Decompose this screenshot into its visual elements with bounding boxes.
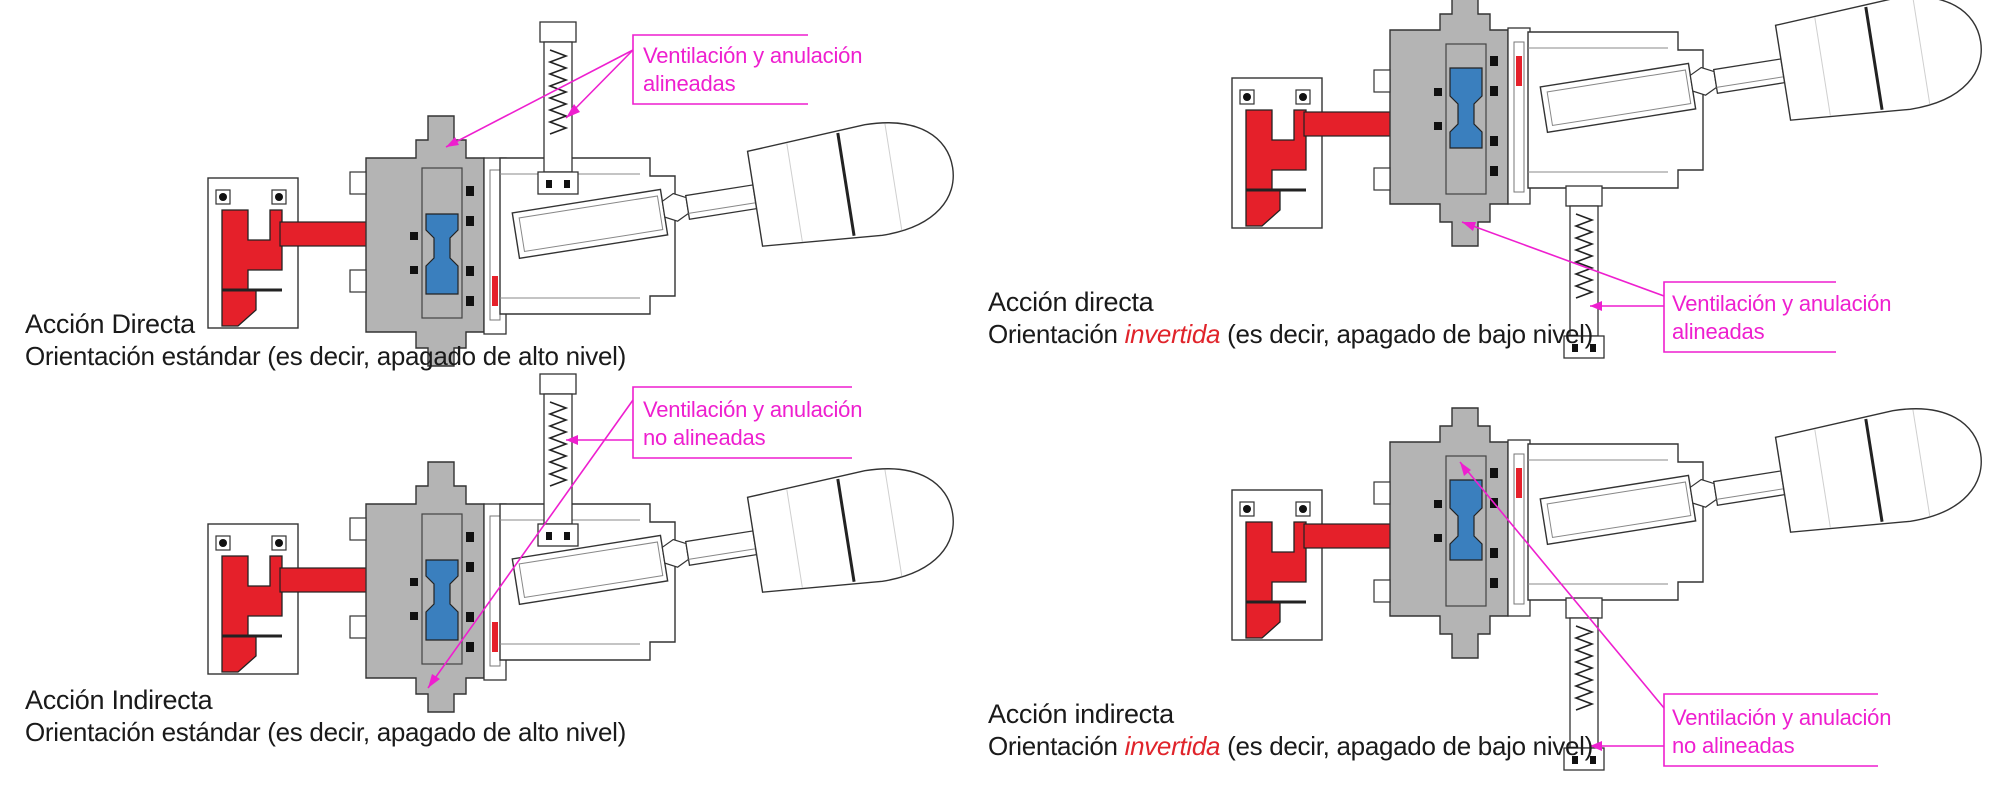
callout-label-indirect-inverted: Ventilación y anulación no alineadas: [1672, 704, 1891, 760]
subtitle-suffix: (es decir, apagado de bajo nivel): [1220, 731, 1594, 761]
panel-title: Acción Directa: [25, 309, 195, 339]
panel-subtitle: Orientación invertida (es decir, apagado…: [988, 730, 1593, 762]
panel-subtitle: Orientación estándar (es decir, apagado …: [25, 341, 626, 371]
panel-subtitle: Orientación invertida (es decir, apagado…: [988, 318, 1593, 350]
panel-caption-indirect-standard: Acción Indirecta Orientación estándar (e…: [25, 684, 626, 748]
panel-title: Acción directa: [988, 287, 1154, 317]
panel-caption-indirect-inverted: Acción indirecta Orientación invertida (…: [988, 698, 1593, 762]
callout-label-indirect-standard: Ventilación y anulación no alineadas: [643, 396, 862, 452]
subtitle-prefix: Orientación: [988, 731, 1125, 761]
panel-subtitle: Orientación estándar (es decir, apagado …: [25, 717, 626, 747]
subtitle-emphasis-invertida: invertida: [1124, 319, 1221, 349]
callout-label-direct-standard: Ventilación y anulación alineadas: [643, 42, 862, 98]
panel-title: Acción indirecta: [988, 699, 1174, 729]
callout-line: no alineadas: [643, 425, 766, 450]
callout-line: alineadas: [643, 71, 736, 96]
callout-lines: [427, 34, 1878, 767]
subtitle-suffix: (es decir, apagado de bajo nivel): [1220, 319, 1594, 349]
subtitle-emphasis-invertida: invertida: [1124, 731, 1221, 761]
callout-line: alineadas: [1672, 319, 1765, 344]
callout-line: no alineadas: [1672, 733, 1795, 758]
subtitle-prefix: Orientación: [988, 319, 1125, 349]
callout-line: Ventilación y anulación: [1672, 291, 1892, 316]
callout-line: Ventilación y anulación: [1672, 705, 1892, 730]
panel-title: Acción Indirecta: [25, 685, 213, 715]
callout-line: Ventilación y anulación: [643, 397, 863, 422]
panel-caption-direct-inverted: Acción directa Orientación invertida (es…: [988, 286, 1593, 350]
panel-caption-direct-standard: Acción Directa Orientación estándar (es …: [25, 308, 626, 372]
callout-label-direct-inverted: Ventilación y anulación alineadas: [1672, 290, 1891, 346]
callout-line: Ventilación y anulación: [643, 43, 863, 68]
